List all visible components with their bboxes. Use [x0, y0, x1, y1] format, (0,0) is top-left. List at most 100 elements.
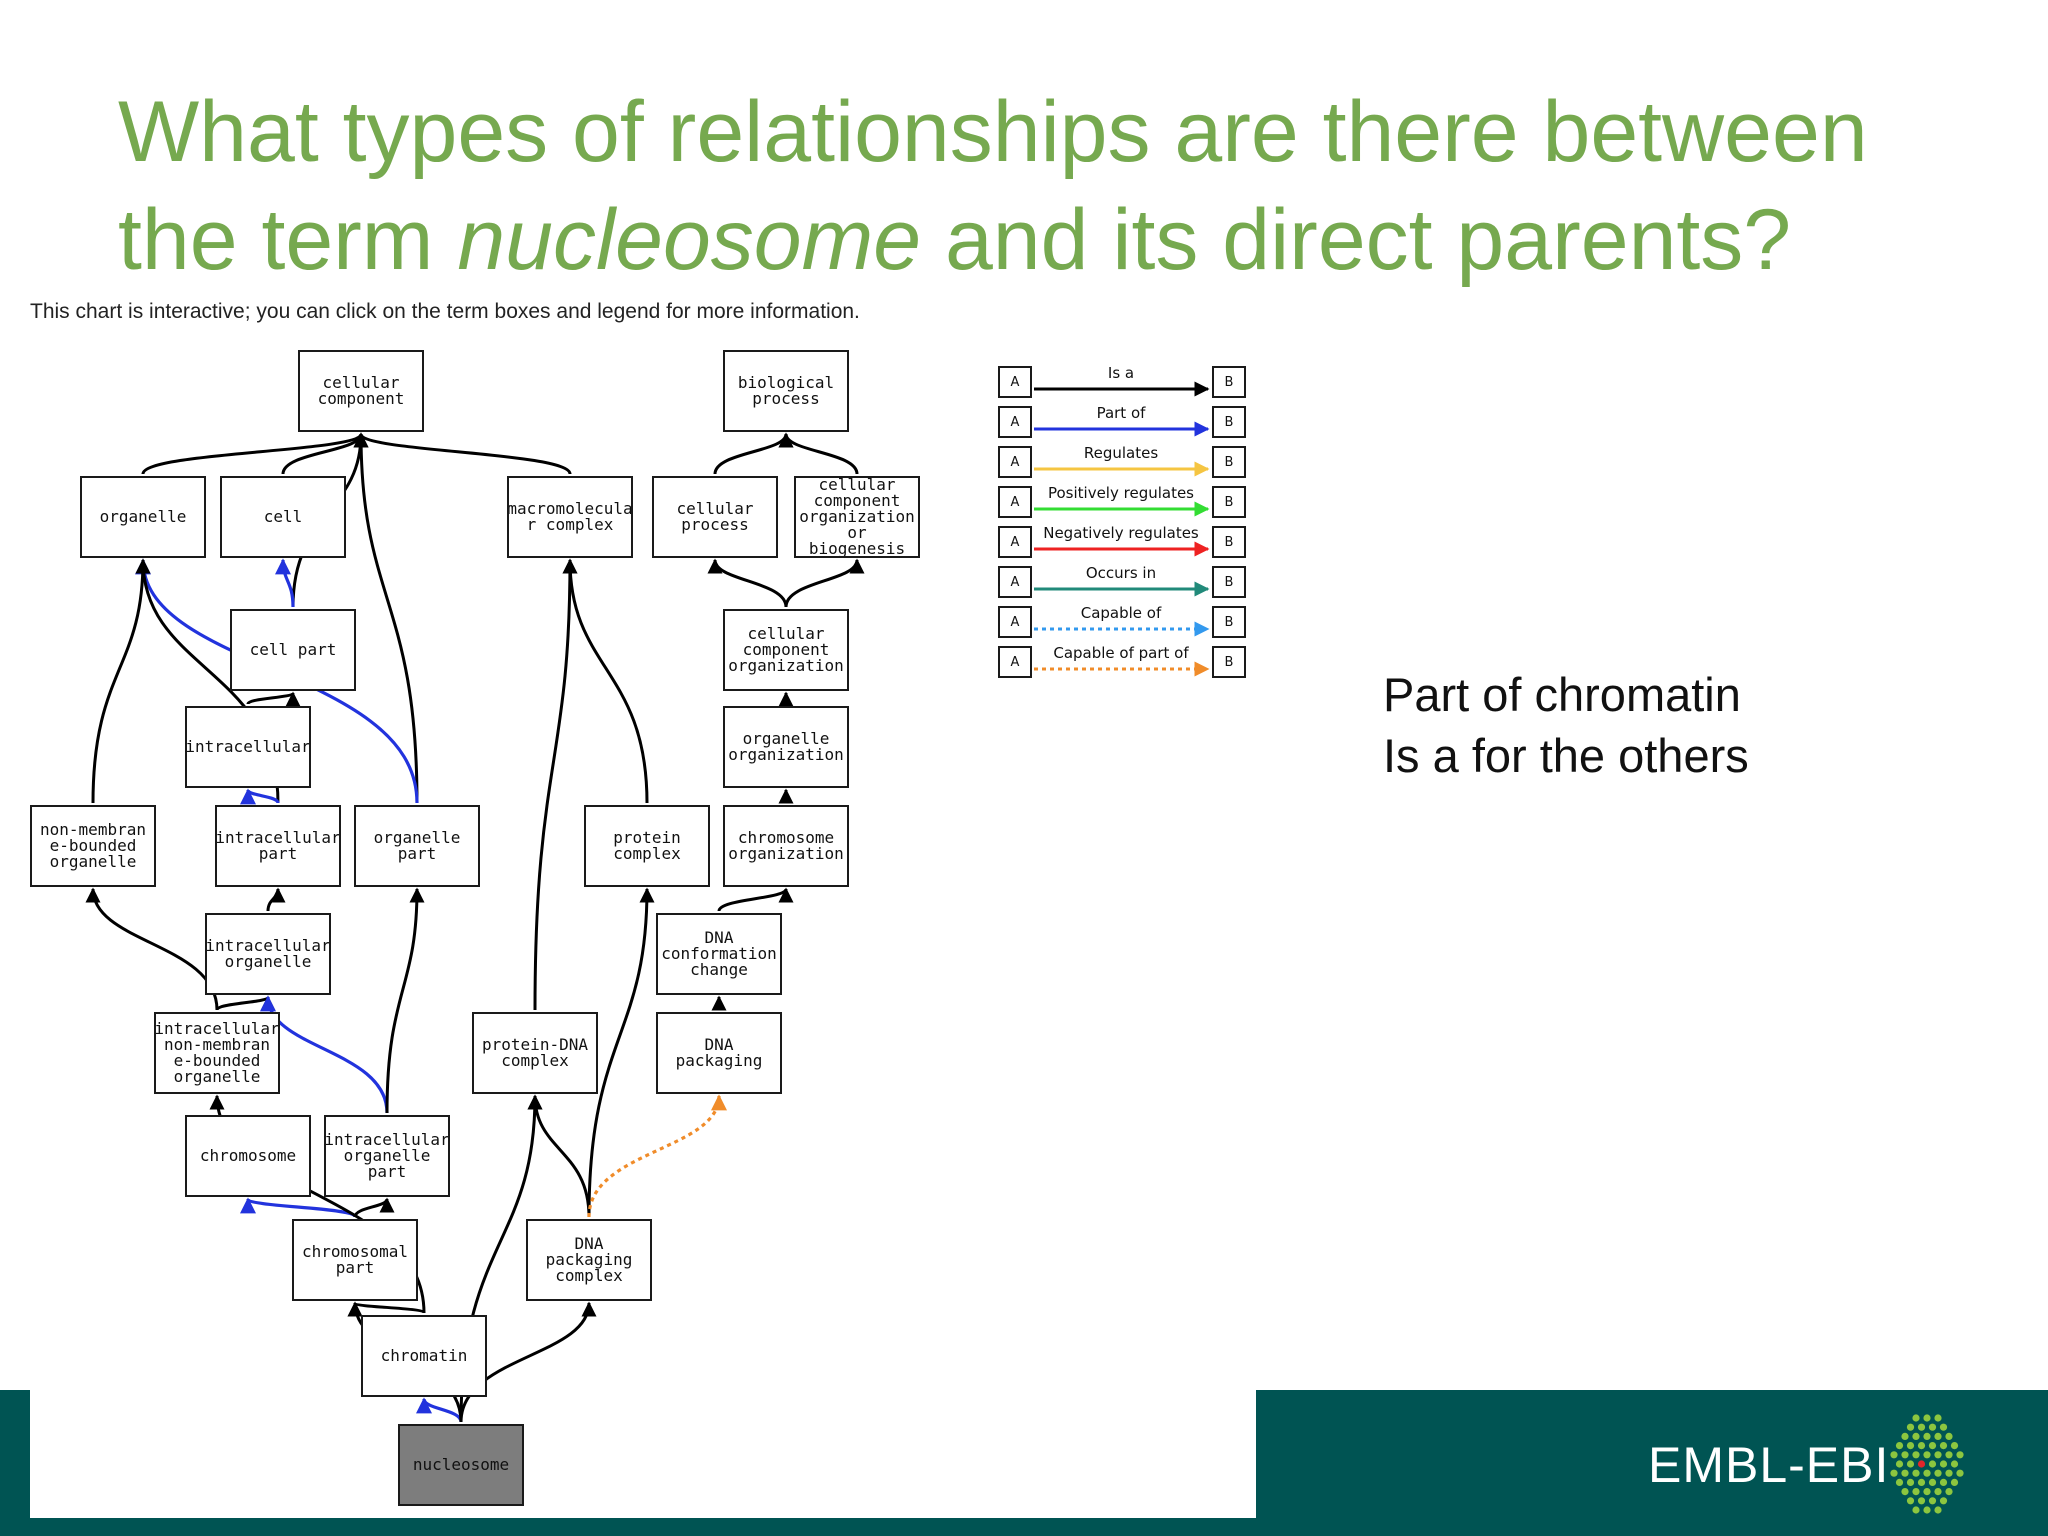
legend-label-occurs-in[interactable]: Occurs in	[1085, 564, 1157, 582]
logo-dot	[1934, 1432, 1942, 1440]
legend-label-is-a[interactable]: Is a	[1107, 364, 1135, 382]
logo-dot	[1906, 1423, 1915, 1431]
term-box-organelle[interactable]: organelle	[80, 476, 206, 558]
logo-dot	[1939, 1442, 1948, 1450]
legend-box-a[interactable]: A	[998, 566, 1032, 598]
legend-box-b[interactable]: B	[1212, 606, 1246, 638]
logo-dot	[1917, 1442, 1926, 1450]
logo-dot	[1906, 1497, 1915, 1505]
term-box-intracellular-organelle[interactable]: intracellular organelle	[205, 913, 331, 995]
term-box-intracellular-organelle-part[interactable]: intracellular organelle part	[324, 1115, 450, 1197]
term-box-chromosome-organization[interactable]: chromosome organization	[723, 805, 849, 887]
term-box-intracellular[interactable]: intracellular	[185, 706, 311, 788]
term-box-nucleosome[interactable]: nucleosome	[398, 1424, 524, 1506]
logo-dot	[1934, 1488, 1942, 1496]
term-box-non-membrane-organelle[interactable]: non-membran e-bounded organelle	[30, 805, 156, 887]
edge-is-a-cc-organization-to-cellular-process	[707, 558, 788, 608]
answer-text: Part of chromatin Is a for the others	[1383, 664, 1749, 786]
term-box-macromolecular-complex[interactable]: macromolecula r complex	[507, 476, 633, 558]
legend-box-a[interactable]: A	[998, 526, 1032, 558]
logo-dot	[1945, 1451, 1953, 1459]
term-box-cell-part[interactable]: cell part	[230, 609, 356, 691]
logo-dot	[1928, 1423, 1937, 1431]
logo-dot	[1939, 1460, 1948, 1468]
logo-dot	[1945, 1469, 1953, 1477]
edge-is-a-cc-org-or-biogenesis-to-biological-process	[778, 432, 859, 475]
term-box-intra-nonmembrane-organelle[interactable]: intracellular non-membran e-bounded orga…	[154, 1012, 280, 1094]
term-box-intracellular-part[interactable]: intracellular part	[215, 805, 341, 887]
edge-is-a-intra-nonmembrane-organelle-to-intracellular-organelle	[215, 995, 276, 1012]
legend-box-a[interactable]: A	[998, 646, 1032, 678]
chart-caption: This chart is interactive; you can click…	[30, 300, 860, 323]
edge-is-a-chromatin-to-chromosomal-part	[347, 1301, 426, 1317]
edge-is-a-macromolecular-complex-to-cellular-component	[353, 432, 572, 475]
embl-ebi-logo-text: EMBL-EBI	[1648, 1437, 1890, 1493]
logo-dot	[1917, 1423, 1926, 1431]
edge-is-a-organelle-part-to-cellular-component	[353, 432, 419, 804]
term-box-protein-dna-complex[interactable]: protein-DNA complex	[472, 1012, 598, 1094]
term-box-dna-conformation-change[interactable]: DNA conformation change	[656, 913, 782, 995]
logo-dot	[1945, 1432, 1953, 1440]
term-box-dna-packaging[interactable]: DNA packaging	[656, 1012, 782, 1094]
term-box-chromosomal-part[interactable]: chromosomal part	[292, 1219, 418, 1301]
legend-label-capable-of[interactable]: Capable of	[1080, 604, 1162, 622]
logo-dot	[1923, 1469, 1931, 1477]
term-box-biological-process[interactable]: biological process	[723, 350, 849, 432]
legend-box-b[interactable]: B	[1212, 646, 1246, 678]
legend-label-negatively-regulates[interactable]: Negatively regulates	[1043, 524, 1199, 542]
term-box-protein-complex[interactable]: protein complex	[584, 805, 710, 887]
edge-is-a-chromosomal-part-to-intracellular-organelle-part	[353, 1197, 395, 1218]
logo-dot	[1923, 1506, 1931, 1514]
logo-dot	[1912, 1506, 1920, 1514]
logo-dot	[1950, 1478, 1959, 1486]
term-box-dna-packaging-complex[interactable]: DNA packaging complex	[526, 1219, 652, 1301]
logo-dot	[1906, 1460, 1915, 1468]
logo-dot	[1901, 1451, 1909, 1459]
logo-dot	[1928, 1442, 1937, 1450]
legend-box-a[interactable]: A	[998, 446, 1032, 478]
term-box-cellular-component[interactable]: cellular component	[298, 350, 424, 432]
term-box-cc-organization[interactable]: cellular component organization	[723, 609, 849, 691]
logo-dot	[1895, 1478, 1904, 1486]
slide-title: What types of relationships are there be…	[118, 78, 1978, 294]
chart-panel-bottom	[30, 1390, 1256, 1518]
edge-is-a-protein-dna-complex-to-macromolecular-complex	[533, 558, 578, 1011]
term-box-organelle-part[interactable]: organelle part	[354, 805, 480, 887]
edge-capable-of-part-of-dna-packaging-complex-to-dna-packaging	[587, 1094, 727, 1218]
term-box-organelle-organization[interactable]: organelle organization	[723, 706, 849, 788]
legend-box-b[interactable]: B	[1212, 446, 1246, 478]
logo-dot	[1939, 1423, 1948, 1431]
logo-dot	[1939, 1478, 1948, 1486]
logo-dot	[1934, 1414, 1942, 1422]
legend-box-a[interactable]: A	[998, 606, 1032, 638]
logo-dot	[1901, 1488, 1909, 1496]
logo-dot	[1912, 1488, 1920, 1496]
edge-is-a-intracellular-organelle-part-to-organelle-part	[385, 887, 425, 1114]
legend-label-capable-of-part-of[interactable]: Capable of part of	[1053, 644, 1189, 662]
term-box-chromosome[interactable]: chromosome	[185, 1115, 311, 1197]
legend-label-part-of[interactable]: Part of	[1096, 404, 1146, 422]
term-box-cell[interactable]: cell	[220, 476, 346, 558]
edge-is-a-intracellular-organelle-to-intracellular-part	[266, 887, 286, 912]
legend-box-b[interactable]: B	[1212, 366, 1246, 398]
title-prefix: the term	[118, 192, 458, 288]
legend-box-b[interactable]: B	[1212, 566, 1246, 598]
logo-dot	[1912, 1432, 1920, 1440]
title-line-2: the term nucleosome and its direct paren…	[118, 186, 1978, 294]
legend-box-b[interactable]: B	[1212, 406, 1246, 438]
logo-dot	[1956, 1451, 1964, 1459]
legend-label-regulates[interactable]: Regulates	[1083, 444, 1159, 462]
legend-box-a[interactable]: A	[998, 486, 1032, 518]
term-box-cc-org-or-biogenesis[interactable]: cellular component organization or bioge…	[794, 476, 920, 558]
logo-dot	[1917, 1460, 1926, 1468]
legend-box-a[interactable]: A	[998, 406, 1032, 438]
legend-label-positively-regulates[interactable]: Positively regulates	[1047, 484, 1194, 502]
term-box-chromatin[interactable]: chromatin	[361, 1315, 487, 1397]
legend-box-a[interactable]: A	[998, 366, 1032, 398]
legend-box-b[interactable]: B	[1212, 486, 1246, 518]
term-box-cellular-process[interactable]: cellular process	[652, 476, 778, 558]
answer-line-2: Is a for the others	[1383, 729, 1749, 782]
legend-box-b[interactable]: B	[1212, 526, 1246, 558]
logo-dot	[1923, 1432, 1931, 1440]
logo-dot	[1923, 1451, 1931, 1459]
